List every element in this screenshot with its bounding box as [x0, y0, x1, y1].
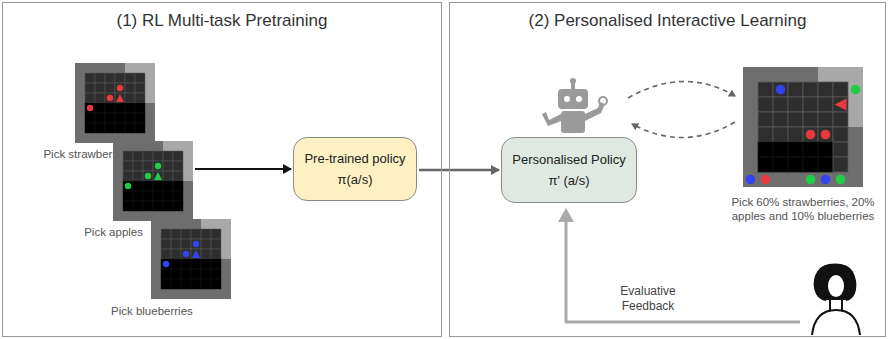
task-caption: Pick 60% strawberries, 20% apples and 10…: [731, 195, 875, 223]
policy-name: Pre-trained policy: [304, 150, 405, 167]
feedback-label: Evaluative Feedback: [606, 284, 690, 314]
person-icon: [812, 265, 860, 336]
policy-formula: π(a/s): [338, 171, 373, 188]
gridworld-drawing: [151, 219, 231, 299]
policy-box: Pre-trained policy π(a/s): [293, 137, 417, 201]
gridworld-image: Pick 60% strawberries, 20% apples and 10…: [743, 67, 863, 187]
policy-box: Personalised Policy π' (a/s): [501, 137, 637, 203]
task-caption: Pick apples: [33, 225, 143, 239]
panel-heading: (2) Personalised Interactive Learning: [450, 11, 885, 31]
panel-heading: (1) RL Multi-task Pretraining: [3, 11, 441, 31]
gridworld-image: Pick apples: [113, 141, 193, 221]
gridworld-drawing: [75, 63, 155, 143]
gridworld-image: Pick strawberries: [75, 63, 155, 143]
interaction-arrow: [628, 81, 735, 98]
task-caption: Pick strawberries: [0, 147, 131, 161]
connector-arrow: [419, 169, 499, 172]
feedback-arrow: [566, 220, 800, 322]
gridworld-drawing: [113, 141, 193, 221]
task-caption: Pick blueberries: [111, 304, 241, 318]
gridworld-drawing: [743, 67, 863, 187]
robot-icon: [542, 78, 607, 133]
policy-name: Personalised Policy: [512, 151, 625, 168]
panel-box: (1) RL Multi-task PretrainingPick strawb…: [2, 2, 442, 337]
feedback-arrowhead: [558, 208, 574, 222]
connector-arrow: [195, 168, 291, 170]
interaction-arrow: [632, 122, 735, 138]
policy-formula: π' (a/s): [548, 172, 589, 189]
gridworld-image: Pick blueberries: [151, 219, 231, 299]
